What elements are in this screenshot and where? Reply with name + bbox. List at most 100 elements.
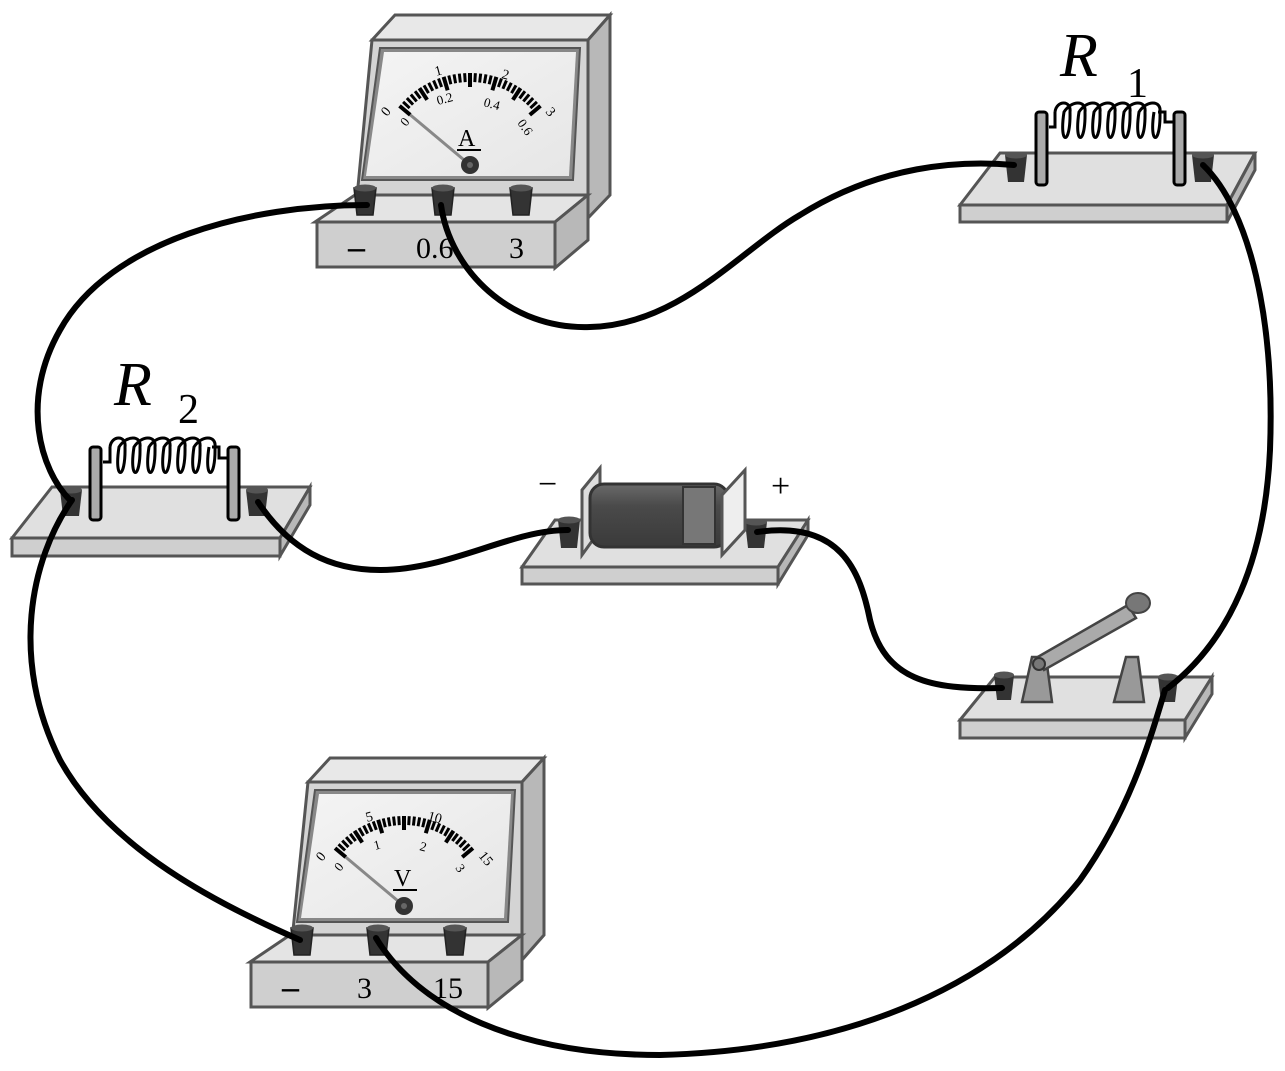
voltmeter-scale-bottom-1: 1 [372, 837, 382, 853]
scale-tick [362, 824, 369, 835]
voltmeter: 0 5 10 15 0 1 2 3 V – 3 15 [245, 754, 548, 1012]
scale-tick [392, 816, 397, 826]
scale-tick [349, 832, 357, 842]
scale-tick [463, 73, 467, 83]
scale-tick [366, 822, 374, 833]
scale-tick [417, 87, 429, 101]
voltmeter-front-panel [249, 960, 490, 1009]
wire-r1-right-to-switch-right [1165, 162, 1274, 691]
scale-tick [452, 74, 458, 84]
scale-tick [490, 76, 499, 91]
scale-tick [405, 97, 415, 106]
resistor-r2: R 2 [8, 351, 313, 562]
scale-tick [478, 73, 483, 83]
wire-battery-pos-to-switch-left [754, 527, 1005, 692]
scale-tick [451, 832, 459, 842]
scale-tick [501, 79, 508, 90]
battery-positive-label: + [771, 468, 790, 505]
scale-tick [409, 93, 418, 103]
wires [27, 160, 1274, 1059]
scale-tick [458, 839, 467, 849]
scale-tick [505, 82, 513, 92]
ammeter-scale-top-1: 1 [433, 64, 444, 80]
scale-tick [441, 76, 450, 91]
scale-tick [447, 75, 453, 85]
resistor-r1-subscript: 1 [1127, 61, 1148, 107]
wire-r2-left-to-voltmeter-neg [27, 497, 303, 943]
scale-tick [371, 820, 378, 831]
ammeter-terminal-3[interactable] [509, 184, 533, 216]
scale-tick [402, 100, 411, 110]
scale-tick [439, 824, 446, 835]
scale-tick [407, 816, 411, 826]
voltmeter-scale-ticks [333, 816, 475, 859]
scale-tick [416, 817, 422, 827]
ammeter-scale-ticks [398, 73, 542, 117]
wire-ammeter-neg-to-r2-left [34, 202, 370, 503]
switch-lever[interactable] [1034, 603, 1138, 672]
voltmeter-symbol: V [394, 866, 412, 892]
resistor-r2-label: R [113, 351, 152, 419]
voltmeter-scale-top-2: 10 [426, 809, 443, 827]
scale-tick [341, 839, 350, 849]
scale-tick [397, 816, 401, 826]
scale-tick [510, 84, 518, 94]
voltmeter-label-negative: – [281, 969, 300, 1006]
scale-tick [411, 816, 416, 826]
wire-ammeter-0.6-to-r1-left [438, 160, 1017, 331]
scale-tick [337, 843, 347, 852]
ammeter-terminal-0.6[interactable] [431, 184, 455, 216]
scale-tick [460, 846, 475, 859]
scale-tick [522, 93, 531, 103]
battery-terminal-negative[interactable] [558, 516, 580, 549]
ammeter-label-3: 3 [509, 232, 524, 265]
scale-tick [473, 73, 477, 83]
scale-tick [398, 104, 412, 117]
wire-r2-right-to-battery-neg [255, 499, 571, 574]
voltmeter-label-3: 3 [357, 972, 372, 1005]
scale-tick [525, 97, 535, 106]
scale-tick [432, 79, 439, 90]
scale-tick [454, 836, 463, 845]
resistor-r1-label: R [1059, 22, 1098, 90]
scale-tick [434, 822, 442, 833]
scale-tick [437, 78, 444, 88]
ammeter-scale-top-2: 2 [500, 67, 511, 83]
voltmeter-scale-bottom-2: 2 [418, 838, 428, 854]
scale-tick [352, 829, 364, 844]
switch[interactable] [956, 592, 1215, 744]
scale-tick [381, 818, 387, 828]
voltmeter-scale-top-1: 5 [364, 810, 375, 826]
battery: − + [519, 463, 811, 590]
resistor-r2-coil [103, 436, 227, 474]
wire-voltmeter-3-to-switch-right [373, 687, 1168, 1059]
scale-tick [457, 73, 462, 83]
ammeter-label-negative: – [347, 229, 366, 266]
switch-handle-knob[interactable] [1125, 592, 1151, 614]
ammeter-symbol: A [458, 126, 476, 152]
scale-tick [345, 836, 354, 845]
scale-tick [427, 82, 435, 92]
ammeter: 0 1 2 3 0 0.2 0.4 0.6 A – 0.6 3 [310, 11, 614, 272]
scale-tick [413, 90, 422, 100]
scale-tick [496, 78, 503, 88]
ammeter-needle [409, 113, 471, 167]
scale-tick [357, 827, 365, 837]
scale-tick [529, 100, 538, 110]
ammeter-scale-bottom-2: 0.4 [482, 94, 502, 113]
ammeter-front-panel [315, 220, 557, 269]
ammeter-terminal-negative[interactable] [353, 184, 377, 216]
scale-tick [518, 90, 527, 100]
voltmeter-terminal-15[interactable] [443, 924, 467, 956]
scale-tick [528, 104, 542, 117]
scale-tick [443, 827, 451, 837]
scale-tick [376, 819, 385, 834]
scale-tick [482, 74, 488, 84]
resistor-r2-subscript: 2 [178, 387, 199, 433]
scale-tick [487, 75, 493, 85]
scale-tick [444, 829, 456, 844]
ammeter-scale-bottom-1: 0.2 [435, 89, 455, 108]
voltmeter-needle [344, 855, 405, 908]
resistor-r1-coil [1049, 101, 1173, 139]
